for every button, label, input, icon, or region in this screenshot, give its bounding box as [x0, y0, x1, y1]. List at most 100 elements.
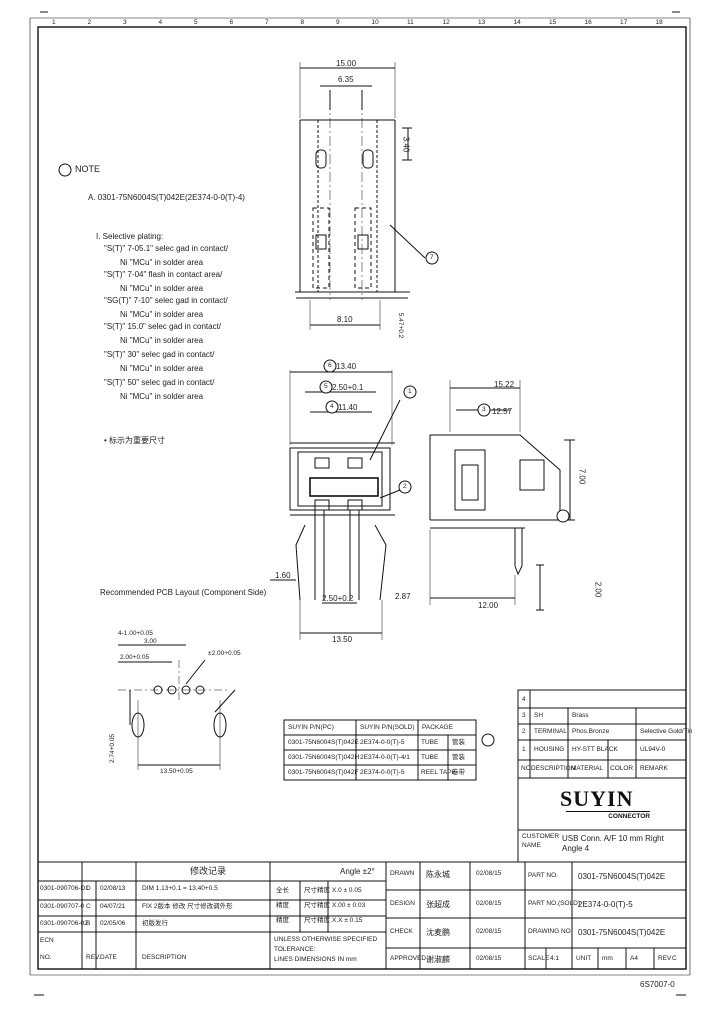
tolerance-cell: X.0 ± 0.05	[332, 887, 362, 894]
ruler-number: 3	[123, 19, 127, 26]
order-header-cell: SUYIN P/N(PC)	[288, 724, 334, 731]
dim-top-15: 15.00	[336, 59, 357, 68]
revision-cell: ECN	[40, 937, 54, 944]
note-item: "S(T)" 7-04" flash in contact area/	[104, 270, 223, 279]
customer-title-2: Angle 4	[562, 844, 590, 853]
revision-cell: DESCRIPTION	[142, 954, 187, 961]
revision-header: 修改记录	[190, 866, 227, 876]
bottom-code: 6S7007-0	[640, 980, 675, 989]
note-item: Ni "MCu" in solder area	[120, 392, 204, 401]
bom-footer-cell: DESCRIPTION	[531, 765, 576, 772]
order-cell: 0301-75N6004S(T)042E	[288, 739, 359, 746]
order-table-lines	[283, 719, 477, 781]
dim-top-810: 8.10	[337, 315, 353, 324]
signature-name: 谢淑麟	[426, 955, 450, 964]
tolerance-cell: 精度	[276, 902, 289, 909]
signature-date: 02/08/15	[476, 900, 502, 907]
customer-label: CUSTOMER	[522, 833, 560, 840]
part-info-label: PART NO.(SOLD)	[528, 900, 581, 907]
bom-cell: 3	[522, 712, 526, 719]
order-cell: 2E374-0-0(T)-4/1	[360, 754, 410, 761]
note-item: Ni "MCu" in solder area	[120, 364, 204, 373]
callout-3: 3	[482, 406, 486, 413]
part-info-label: PART NO.	[528, 872, 558, 879]
dim-front-2502: 2.50+0.2	[322, 594, 354, 603]
ruler-number: 9	[336, 19, 340, 26]
part-bottom-cell: REV	[658, 955, 672, 962]
bom-footer-cell: COLOR	[610, 765, 634, 772]
part-bottom-cell: mm	[602, 955, 613, 962]
order-header-cell: SUYIN P/N(SOLD)	[360, 724, 415, 731]
note-item: "SG(T)" 7-10" selec gad in contact/	[104, 296, 228, 305]
signature-role: APPROVED	[390, 955, 427, 962]
revision-cell: 0301-090707-0	[40, 903, 85, 910]
note-item: "S(T)" 30" selec gad in contact/	[104, 350, 215, 359]
signature-role: DRAWN	[390, 870, 415, 877]
title-block-lines	[38, 778, 686, 969]
revision-cell: DIM 1.13+0.1 = 13.40+0.5	[142, 885, 218, 892]
signature-role: DESIGN	[390, 900, 415, 907]
tolerance-cell: 尺寸精度	[304, 902, 330, 909]
note-part-line: A. 0301-75N6004S(T)042E(2E374-0-0(T)-4)	[88, 193, 245, 202]
tolerance-cell: 精度	[276, 917, 289, 924]
tolerance-unless-line: LINES DIMENSIONS IN mm	[274, 956, 357, 963]
dim-pcb-2500: 2.00+0.05	[120, 654, 150, 661]
revision-cell: REV.	[86, 954, 101, 961]
pcb-layout	[118, 644, 236, 770]
dim-pcb-hole: ±2.00+0.05	[208, 650, 241, 657]
order-header-cell: PACKAGE	[422, 724, 453, 731]
dim-front-287: 2.87	[395, 592, 411, 601]
top-view	[295, 62, 426, 330]
note-item: "S(T)" 7-05.1" selec gad in contact/	[104, 244, 229, 253]
callout-1: 1	[408, 388, 412, 395]
bom-cell: HOUSING	[534, 746, 565, 753]
ruler-number: 8	[300, 19, 305, 26]
dim-pcb-vert: 2.74+0.05	[109, 733, 117, 764]
ruler-number: 18	[655, 19, 663, 26]
tolerance-cell: X.00 ± 0.03	[332, 902, 366, 909]
order-cell: 管装	[452, 739, 465, 746]
bom-cell: UL94V-0	[640, 746, 666, 753]
dim-front-1340: 13.40	[336, 362, 357, 371]
dim-top-side: 3.40	[401, 136, 411, 153]
revision-cell: 初版发行	[142, 920, 168, 927]
order-cell: TUBE	[421, 754, 439, 761]
ruler-number: 15	[549, 19, 557, 26]
customer-label2: NAME	[522, 842, 541, 849]
dim-front-250: 2.50+0.1	[332, 383, 364, 392]
tolerance-header: Angle ±2°	[340, 867, 375, 876]
ruler-number: 6	[229, 19, 234, 26]
note-item: Ni "MCu" in solder area	[120, 336, 204, 345]
revision-cell: 0301-090706-D1	[40, 885, 89, 892]
bom-cell: 1	[522, 746, 526, 753]
revision-cell: NO.	[40, 954, 52, 961]
ruler-number: 11	[407, 19, 414, 26]
dim-top-635: 6.35	[338, 75, 354, 84]
ruler-number: 12	[442, 19, 450, 26]
note-item: • 标示为重要尺寸	[104, 436, 166, 445]
dim-front-1350: 13.50	[332, 635, 353, 644]
ruler-number: 10	[371, 19, 379, 26]
note-item: Ni "MCu" in solder area	[120, 310, 204, 319]
revision-cell: D	[86, 885, 91, 892]
ruler-number: 14	[513, 19, 521, 26]
order-cell: REEL TAPE	[421, 769, 456, 776]
bom-footer-cell: REMARK	[640, 765, 668, 772]
note-item: Ni "MCu" in solder area	[120, 258, 204, 267]
dim-side-1257: 12.57	[492, 407, 513, 416]
signature-date: 02/08/15	[476, 870, 502, 877]
bom-cell: 4	[522, 696, 526, 703]
tolerance-cell: 全长	[276, 887, 289, 894]
front-view	[270, 370, 401, 640]
tolerance-cell: 尺寸精度	[304, 887, 330, 894]
side-view	[429, 380, 575, 611]
bom-cell: Phos.Bronze	[572, 728, 610, 735]
tolerance-unless-line: TOLERANCE:	[274, 946, 316, 953]
dim-side-1522: 15.22	[494, 380, 515, 389]
ruler-number: 17	[620, 19, 628, 26]
dim-front-1140: 11.40	[338, 403, 358, 412]
ruler-number: 4	[158, 19, 163, 26]
dim-pcb-1350: 13.50+0.05	[160, 768, 193, 775]
callout-5: 5	[324, 383, 328, 390]
